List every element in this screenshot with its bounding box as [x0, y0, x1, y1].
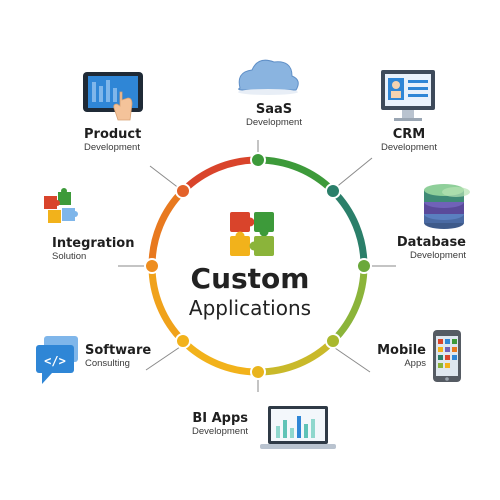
label-bi-title: BI Apps — [192, 411, 248, 426]
connector-software — [145, 346, 181, 371]
ring-segment-integration-product — [148, 188, 186, 267]
label-software-subtitle: Consulting — [85, 357, 130, 369]
puzzle-pieces-icon — [44, 188, 78, 223]
label-crm-subtitle: Development — [381, 141, 437, 153]
ring-segment-bi-software — [180, 338, 259, 376]
code-chat-icon: </> — [36, 336, 78, 384]
node-dot-database — [356, 258, 372, 274]
label-product: Product Development — [84, 127, 184, 154]
label-bi: BI Apps Development — [168, 411, 248, 438]
node-dot-mobile — [325, 333, 341, 349]
center-ring — [148, 156, 368, 376]
center-title: Custom — [190, 262, 310, 295]
connector-crm — [333, 157, 373, 190]
label-saas-subtitle: Development — [246, 116, 302, 128]
node-dot-crm — [325, 183, 341, 199]
tablet-touch-icon — [83, 72, 143, 121]
label-integration-subtitle: Solution — [52, 250, 87, 262]
label-saas-title: SaaS — [255, 102, 293, 117]
label-product-subtitle: Development — [84, 141, 140, 153]
ring-segment-mobile-bi — [257, 338, 336, 376]
node-dot-product — [175, 183, 191, 199]
label-crm-title: CRM — [392, 127, 426, 142]
center-subtitle: Applications — [188, 296, 312, 320]
ring-segment-saas-crm — [257, 156, 336, 194]
label-software: Software Consulting — [85, 343, 175, 370]
label-mobile-title: Mobile — [377, 343, 426, 358]
label-mobile: Mobile Apps — [354, 343, 426, 370]
connector-mobile — [331, 345, 371, 373]
label-database-title: Database — [396, 235, 466, 250]
ring-segment-software-integration — [148, 265, 186, 344]
node-dot-integration — [144, 258, 160, 274]
database-icon — [424, 184, 470, 229]
ring-segment-product-saas — [180, 156, 259, 194]
label-bi-subtitle: Development — [192, 425, 248, 437]
label-integration-title: Integration — [52, 236, 135, 251]
puzzle-icon — [230, 212, 274, 256]
crm-monitor-icon — [381, 70, 435, 121]
label-software-title: Software — [85, 343, 152, 358]
label-database: Database Development — [370, 235, 466, 262]
smartphone-icon — [433, 330, 461, 382]
ring-segment-database-mobile — [330, 265, 368, 344]
connector-product — [149, 165, 181, 190]
label-saas: SaaS Development — [224, 102, 324, 129]
label-database-subtitle: Development — [410, 249, 466, 261]
label-mobile-subtitle: Apps — [404, 357, 426, 369]
node-dot-software — [175, 333, 191, 349]
svg-text:</>: </> — [44, 354, 66, 368]
label-product-title: Product — [84, 127, 142, 142]
node-dot-bi — [250, 364, 266, 380]
node-dot-saas — [250, 152, 266, 168]
label-integration: Integration Solution — [52, 236, 152, 263]
laptop-chart-icon — [260, 406, 336, 449]
cloud-icon — [238, 59, 299, 95]
label-crm: CRM Development — [354, 127, 464, 154]
ring-segment-crm-database — [330, 188, 368, 267]
